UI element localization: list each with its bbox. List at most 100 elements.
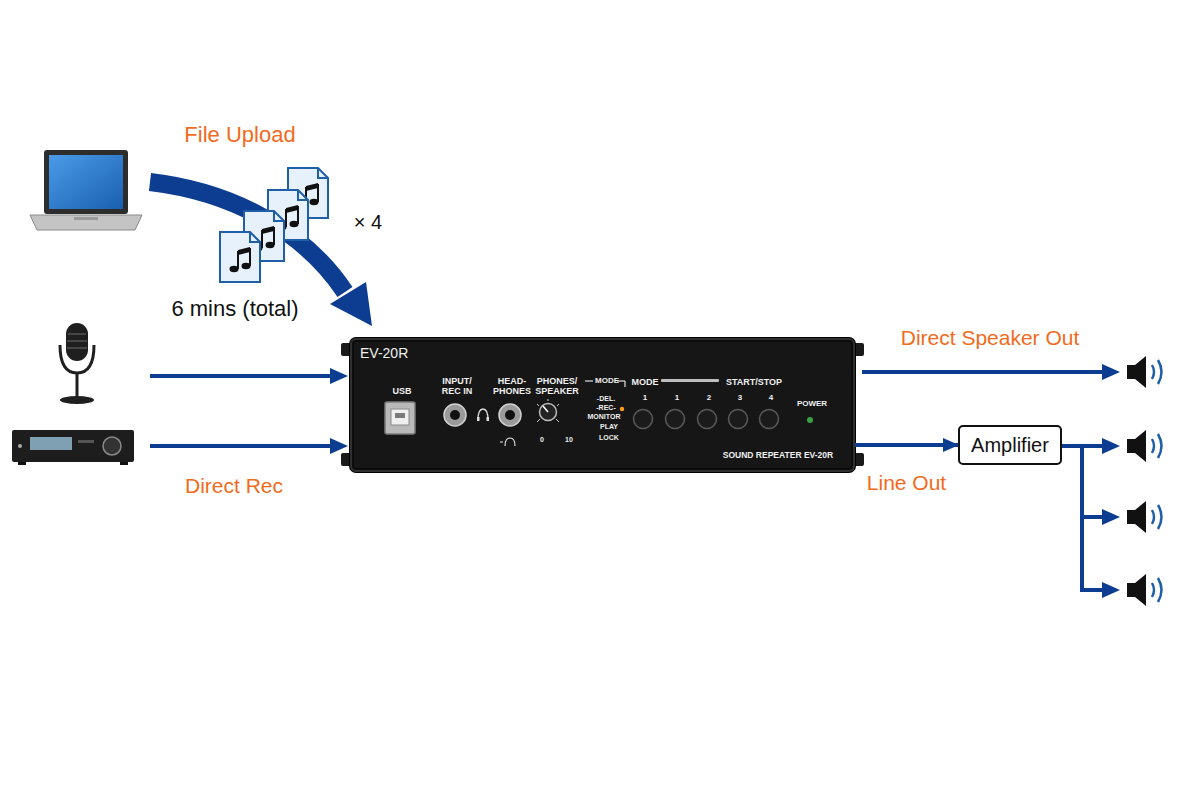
- headphone-jack: [505, 410, 515, 420]
- volume-knob: [537, 419, 540, 422]
- node-heading: EV-20R: [360, 346, 450, 362]
- push-buttons: [760, 410, 779, 429]
- laptop-icon: [49, 155, 123, 209]
- microphone-icon: [67, 340, 87, 342]
- panel-label: MONITOR: [581, 413, 627, 421]
- input-arrows: [150, 374, 332, 378]
- headphone-symbol: [500, 442, 503, 443]
- power-led: [807, 417, 813, 423]
- headphone-jack: [499, 404, 521, 426]
- upload-arrow: [150, 182, 372, 326]
- audio-file-icons: [268, 190, 308, 240]
- panel-label: USB: [382, 386, 422, 396]
- panel-label: HEAD- PHONES: [489, 376, 535, 396]
- speaker-icons: [1127, 430, 1162, 462]
- usb-port: [395, 413, 405, 418]
- speaker-icons: [1127, 356, 1162, 388]
- volume-knob: [548, 399, 549, 401]
- input-jack: [450, 410, 460, 420]
- volume-knob: [557, 404, 559, 406]
- laptop-icon: [30, 150, 142, 230]
- output-arrows: [1102, 364, 1120, 380]
- flow-label: Line Out: [867, 471, 946, 495]
- output-arrows: [1102, 582, 1120, 598]
- button-group-bar: [661, 379, 719, 382]
- output-arrows: [1102, 509, 1120, 525]
- panel-label: PLAY: [589, 423, 629, 431]
- flow-label: Direct Rec: [185, 474, 283, 498]
- upload-arrow: [330, 282, 372, 326]
- panel-label: -DEL.: [586, 395, 626, 403]
- laptop-icon: [30, 215, 142, 230]
- flow-label: Direct Speaker Out: [901, 326, 1080, 350]
- flow-label: File Upload: [184, 122, 295, 148]
- speaker-icons: [1127, 501, 1162, 533]
- panel-label: POWER: [790, 400, 834, 409]
- microphone-icon: [76, 373, 79, 397]
- mode-bracket: [585, 381, 625, 411]
- input-jack: [444, 404, 466, 426]
- laptop-icon: [44, 150, 128, 214]
- panel-label: INPUT/ REC IN: [434, 376, 480, 396]
- headphone-symbol: [477, 417, 480, 421]
- panel-label: PHONES/ SPEAKER: [532, 376, 582, 396]
- output-arrows: [1062, 444, 1104, 448]
- audio-player-icon: [103, 437, 121, 455]
- usb-port: [385, 402, 415, 434]
- push-buttons: [698, 410, 717, 429]
- audio-file-icons: [220, 168, 328, 282]
- headphone-symbol: [487, 417, 490, 421]
- panel-label: 3: [734, 394, 746, 403]
- panel-label: LOCK: [589, 434, 629, 442]
- upload-arrow: [150, 182, 345, 292]
- input-jack: [444, 404, 466, 426]
- audio-file-icons: [220, 232, 260, 282]
- usb-port: [385, 402, 415, 434]
- output-arrows: [1102, 438, 1120, 454]
- microphone-icon: [66, 323, 88, 361]
- headphone-symbol: [478, 409, 488, 420]
- panel-label: START/STOP: [718, 377, 790, 387]
- audio-player-icon: [120, 462, 128, 465]
- laptop-icon: [74, 217, 98, 220]
- microphone-icon: [67, 347, 87, 349]
- panel-label: 2: [703, 394, 715, 403]
- annotation: 6 mins (total): [171, 296, 298, 322]
- push-buttons: [634, 410, 653, 429]
- input-arrows: [330, 368, 348, 384]
- panel-label: MODE: [590, 377, 624, 386]
- panel-label: 1: [639, 394, 651, 403]
- panel-label: -REC-: [586, 404, 626, 412]
- speaker-icons: [1127, 356, 1162, 606]
- volume-knob: [540, 404, 557, 421]
- button-group-bar: [661, 379, 719, 382]
- headphone-symbol: [505, 438, 515, 446]
- node-heading: Amplifier: [971, 434, 1049, 457]
- input-arrows: [150, 368, 348, 454]
- device-panel: EV-20R USB INPUT/ REC IN HEAD- PHONESPHONES…: [350, 338, 855, 472]
- audio-player-icon: [30, 437, 72, 450]
- power-led: [807, 417, 813, 423]
- output-arrows: [1080, 446, 1084, 592]
- usb-port: [391, 409, 409, 425]
- output-arrows: [862, 364, 1120, 598]
- audio-file-icons: [244, 211, 284, 261]
- panel-label: SOUND REPEATER EV-20R: [708, 451, 848, 461]
- push-buttons: [666, 410, 685, 429]
- audio-player-icon: [12, 430, 134, 465]
- headphone-symbol: [477, 409, 489, 421]
- audio-player-icon: [18, 462, 26, 465]
- push-buttons: [729, 410, 748, 429]
- volume-knob: [537, 399, 559, 422]
- signal-arrow: [855, 443, 958, 447]
- input-arrows: [150, 444, 332, 448]
- connectors: [855, 445, 958, 446]
- microphone-icon: [60, 345, 94, 373]
- headphone-symbol: [500, 438, 515, 446]
- amplifier-box: Amplifier: [958, 425, 1062, 465]
- output-arrows: [1080, 515, 1104, 519]
- output-arrows: [862, 370, 1104, 374]
- speaker-icons: [1127, 574, 1162, 606]
- microphone-icon: [60, 323, 94, 404]
